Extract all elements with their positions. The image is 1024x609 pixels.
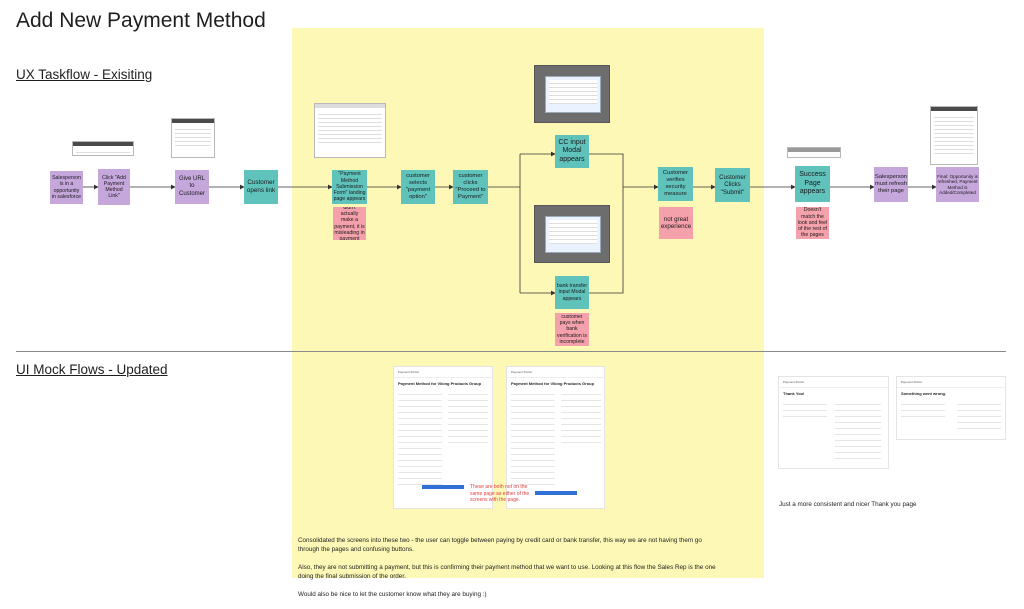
mock-went-wrong-title: Something went wrong. xyxy=(901,391,947,396)
node-salesperson-refresh: Salesperson must refresh their page xyxy=(874,167,908,202)
mock-cc-form: Payment Portal Payment Method for Viking… xyxy=(394,367,492,508)
mock-header-4: Payment Portal xyxy=(897,377,1005,388)
section-updated: UI Mock Flows - Updated xyxy=(16,362,168,377)
node-customer-clicks-proceed: customer clicks "Proceed to Payment" xyxy=(453,170,488,204)
red-annotation: These are both not on the same page as e… xyxy=(470,484,530,503)
section-divider xyxy=(16,351,1006,352)
node-customer-verifies: Customer verifies security measure xyxy=(658,167,693,201)
node-salesperson-opportunity: Salesperson is in a opportunity in sales… xyxy=(50,171,83,204)
node-click-add-payment: Click "Add Payment Method Link" xyxy=(98,169,130,205)
node-bank-transfer-modal: bank transfer input Modal appears xyxy=(555,276,589,309)
thumb-bank-modal xyxy=(534,205,610,263)
note-line-2: through the pages and confusing buttons. xyxy=(298,546,414,553)
issue-success-page: Doesn't match the look and feel of the r… xyxy=(796,207,829,239)
mock-went-wrong: Payment Portal Something went wrong. xyxy=(897,377,1005,439)
mock-thank-you: Payment Portal Thank You! xyxy=(779,377,888,468)
note-line-5: Would also be nice to let the customer k… xyxy=(298,591,487,598)
thumb-salesforce xyxy=(72,141,134,156)
mock-form-title: Payment Method for Viking Products Group xyxy=(398,381,482,386)
branch-up xyxy=(488,154,521,188)
mock-header: Payment Portal xyxy=(394,367,492,378)
node-customer-selects-option: customer selects "payment option" xyxy=(401,170,435,204)
node-customer-clicks-submit: Customer Clicks "Submit" xyxy=(715,168,750,202)
section-existing: UX Taskflow - Exisiting xyxy=(16,67,153,82)
node-give-url: Give URL to Customer xyxy=(175,170,209,204)
merge-lines xyxy=(589,153,624,294)
mock-bank-form: Payment Portal Payment Method for Viking… xyxy=(507,367,604,508)
mock-thank-you-title: Thank You! xyxy=(783,391,805,396)
issue-bank-transfer: customer pays when bank verification is … xyxy=(555,313,589,346)
thank-you-note: Just a more consistent and nicer Thank y… xyxy=(779,501,917,508)
note-line-3: Also, they are not submitting a payment,… xyxy=(298,564,716,571)
mock-header-2: Payment Portal xyxy=(507,367,604,378)
page-title: Add New Payment Method xyxy=(16,9,266,32)
thumb-final xyxy=(930,106,978,165)
node-final-step: Final: Opportunity is refreshed, Payment… xyxy=(936,167,979,202)
note-line-1: Consolidated the screens into these two … xyxy=(298,537,702,544)
thumb-give-url xyxy=(171,118,215,158)
mock-header-3: Payment Portal xyxy=(779,377,888,388)
node-payment-method-form: "Payment Method Submission Form" landing… xyxy=(332,170,367,204)
thumb-success-page xyxy=(787,147,841,158)
node-success-page: Success Page appears xyxy=(795,166,830,202)
issue-not-great-experience: not great experience xyxy=(659,207,693,239)
thumb-landing-page xyxy=(314,103,386,158)
thumb-cc-modal xyxy=(534,65,610,123)
issue-landing-confusing: Customer didn't actually make a payment,… xyxy=(333,207,366,240)
node-customer-opens-link: Customer opens link xyxy=(244,170,278,204)
mock-form-title-2: Payment Method for Viking Products Group xyxy=(511,381,595,386)
note-line-4: doing the final submission of the order. xyxy=(298,573,406,580)
node-cc-input-modal: CC input Modal appears xyxy=(555,135,589,168)
